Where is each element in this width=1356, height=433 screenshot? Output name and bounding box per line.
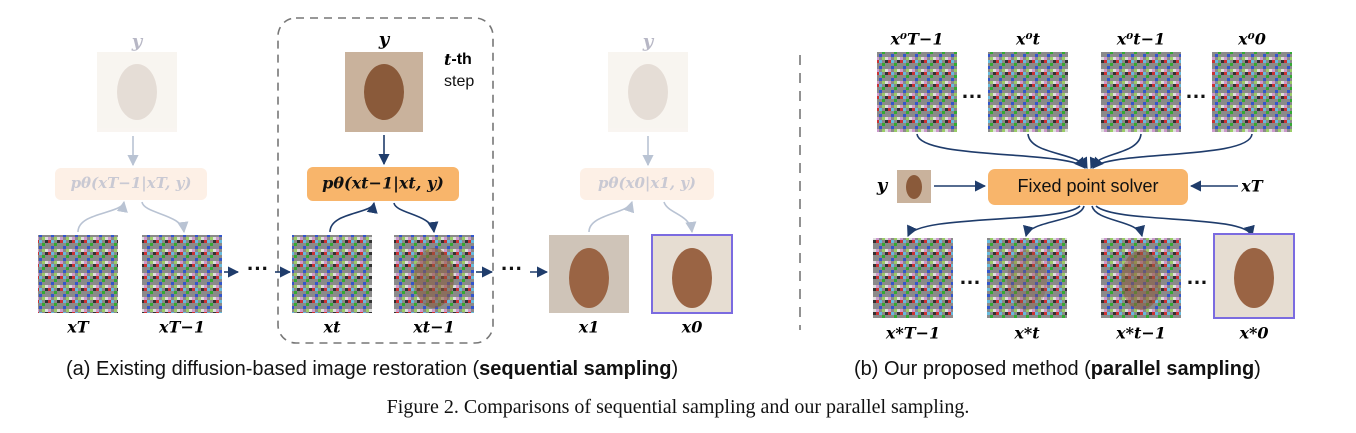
image-xT <box>38 235 118 313</box>
label-xT1: xT−1 <box>158 318 205 337</box>
bottom-dots-2: … <box>1186 264 1208 289</box>
bottom-label-xt: x*t <box>1013 324 1040 343</box>
arrow-init-xT1-to-solver <box>916 133 1086 169</box>
bottom-label-xT1: x*T−1 <box>885 324 940 343</box>
top-label-xt: x⁰t <box>1015 30 1041 49</box>
caption-b: (b) Our proposed method (parallel sampli… <box>854 358 1261 381</box>
arrow-solver-to-out-x0 <box>1095 205 1255 238</box>
image-x1 <box>549 235 629 313</box>
y-label-center: y <box>378 29 391 50</box>
caption-a-prefix: (a) Existing diffusion-based image resto… <box>66 358 480 380</box>
caption-b-bold: parallel sampling <box>1090 358 1255 380</box>
out-image-x0 <box>1213 233 1295 319</box>
bottom-label-x0: x*0 <box>1238 324 1268 343</box>
label-xt1: xt−1 <box>412 318 454 337</box>
label-xt: xt <box>323 318 342 337</box>
image-x0 <box>651 234 733 314</box>
caption-b-suffix: ) <box>1254 358 1261 380</box>
arrow-init-x0-to-solver <box>1092 133 1253 169</box>
bottom-dots-1: … <box>959 264 981 289</box>
arrow-solver-to-out-xT1 <box>907 205 1081 238</box>
faded-arrow-xT-to-cond <box>77 200 128 233</box>
condition-box-center <box>307 167 459 201</box>
fixed-point-solver-label: Fixed point solver <box>1017 176 1158 196</box>
step-label-word: step <box>444 73 474 90</box>
dots-2: ··· <box>501 256 523 281</box>
bottom-label-xt1: x*t−1 <box>1115 324 1166 343</box>
faded-condition-label-right: pθ(x0|x1, y) <box>598 174 696 192</box>
image-xt <box>292 235 372 313</box>
faded-arrow-cond-to-xT1 <box>141 201 189 234</box>
solver-degraded-image <box>897 170 931 203</box>
arrow-solver-to-out-xt1 <box>1091 205 1145 238</box>
condition-label-center: pθ(xt−1|xt, y) <box>322 174 444 193</box>
image-xT1 <box>142 235 222 313</box>
arrow-init-xt1-to-solver <box>1089 133 1142 170</box>
caption-a-bold: sequential sampling <box>479 358 672 380</box>
faded-arrow-x1-to-cond <box>588 200 635 233</box>
init-image-xt1 <box>1101 52 1181 132</box>
solver-y-label: y <box>876 175 889 196</box>
arrow-init-xt-to-solver <box>1027 133 1088 169</box>
faded-arrow-cond-to-x0 <box>663 201 697 234</box>
faded-y-label-left: y <box>131 31 144 52</box>
faded-condition-box-right <box>580 168 714 200</box>
out-image-xt1 <box>1101 238 1181 318</box>
caption-a: (a) Existing diffusion-based image resto… <box>66 358 678 381</box>
caption-a-suffix: ) <box>671 358 679 380</box>
top-dots-1: … <box>961 78 983 103</box>
top-label-xt1: x⁰t−1 <box>1116 30 1165 49</box>
out-image-xT1 <box>873 238 953 318</box>
t-step-frame <box>277 17 494 344</box>
faded-degraded-image-left <box>97 52 177 132</box>
faded-condition-label-left: pθ(xT−1|xT, y) <box>71 174 192 192</box>
init-image-x0 <box>1212 52 1292 132</box>
init-image-xT1 <box>877 52 957 132</box>
fixed-point-solver-box <box>988 169 1188 205</box>
dots-1: ··· <box>247 256 269 281</box>
solver-xT-label: xT <box>1240 177 1264 196</box>
top-label-x0: x⁰0 <box>1237 30 1266 49</box>
label-x0: x0 <box>681 318 703 337</box>
arrow-solver-to-out-xt <box>1023 205 1085 238</box>
faded-degraded-image-right <box>608 52 688 132</box>
degraded-image-center <box>345 52 423 132</box>
label-x1: x1 <box>578 318 600 337</box>
label-xT: xT <box>66 318 90 337</box>
image-xt1 <box>394 235 474 313</box>
caption-b-prefix: (b) Our proposed method ( <box>854 358 1091 380</box>
arrow-cond-to-xt1 <box>393 202 439 234</box>
top-dots-2: … <box>1185 78 1207 103</box>
faded-y-label-right: y <box>642 31 655 52</box>
init-image-xt <box>988 52 1068 132</box>
figure-caption: Figure 2. Comparisons of sequential samp… <box>386 396 970 418</box>
out-image-xt <box>987 238 1067 318</box>
top-label-xT1: x⁰T−1 <box>890 30 944 49</box>
arrow-xt-to-cond <box>329 201 378 233</box>
step-label-t: t-th <box>444 50 472 69</box>
faded-condition-box-left <box>55 168 207 200</box>
